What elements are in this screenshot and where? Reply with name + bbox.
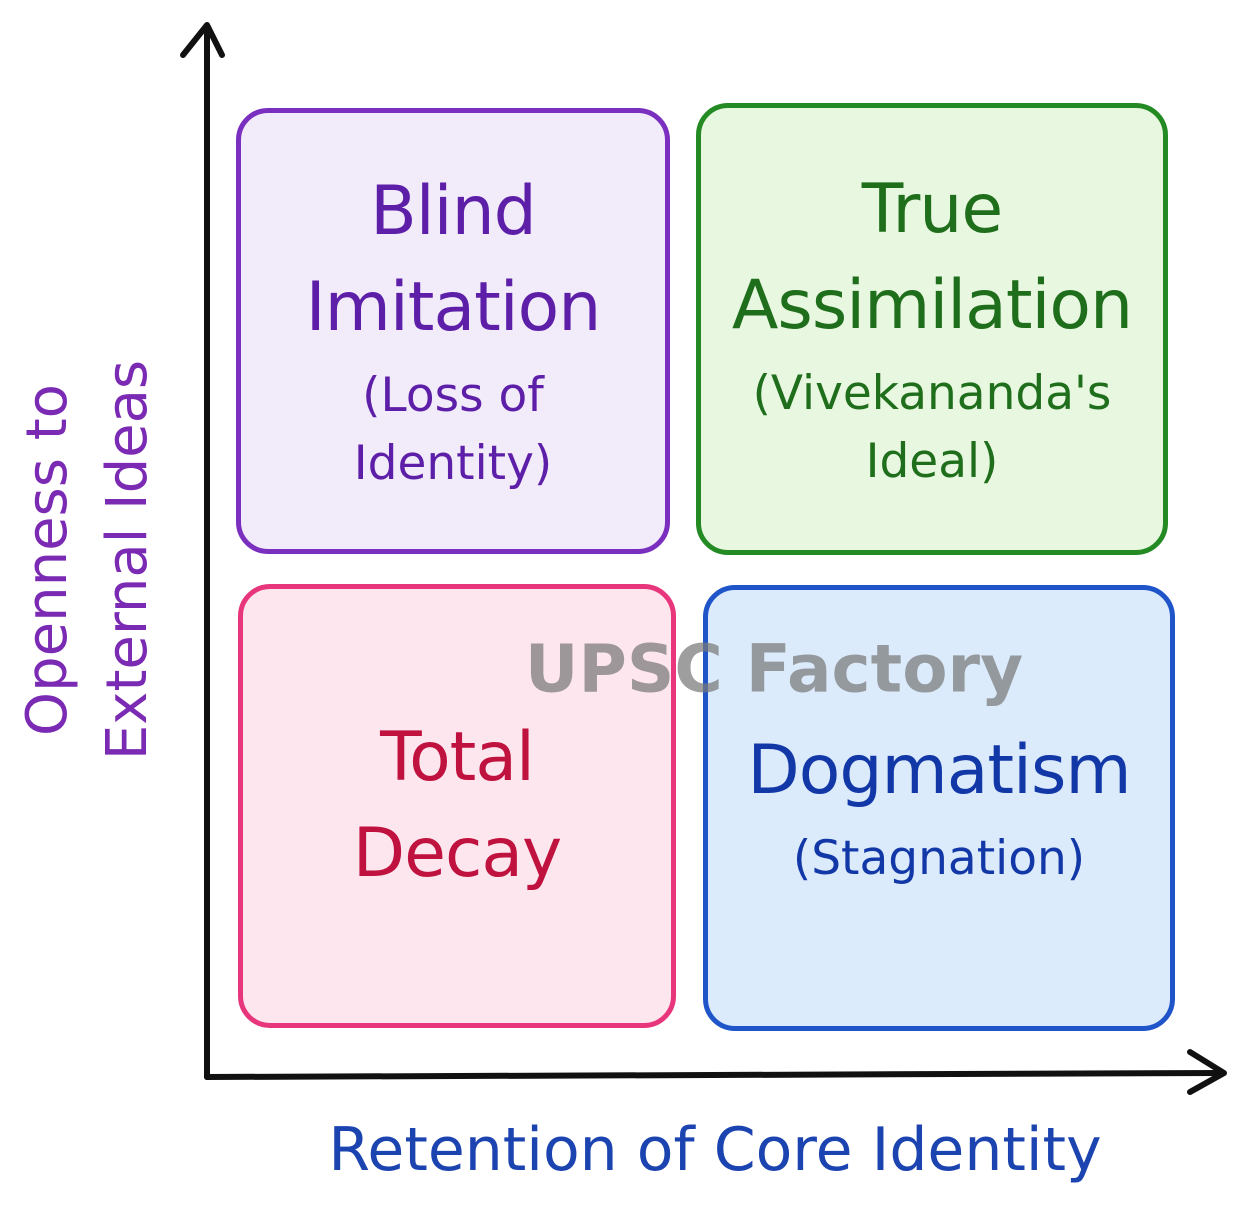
quadrant-true-assimilation: True Assimilation (Vivekananda's Ideal)	[696, 103, 1168, 555]
x-axis	[204, 1049, 1227, 1095]
y-axis	[180, 22, 225, 1080]
quadrant-subtitle: (Stagnation)	[792, 831, 1086, 886]
y-axis-label: Openness to External Ideas	[15, 359, 160, 761]
x-axis-arrowhead	[1187, 1049, 1227, 1095]
quadrant-title: True Assimilation	[731, 170, 1133, 345]
quadrant-blind-imitation: Blind Imitation (Loss of Identity)	[236, 108, 670, 554]
quadrant-total-decay: Total Decay	[238, 584, 676, 1028]
x-axis-label: Retention of Core Identity	[328, 1115, 1102, 1185]
quadrant-subtitle: (Vivekananda's Ideal)	[752, 366, 1112, 489]
quadrant-title: Dogmatism	[747, 731, 1131, 810]
quadrant-dogmatism: Dogmatism (Stagnation)	[703, 585, 1175, 1031]
y-axis-arrowhead	[180, 22, 225, 58]
quadrant-title: Blind Imitation	[305, 172, 602, 347]
quadrant-title: Total Decay	[352, 718, 562, 893]
quadrant-subtitle: (Loss of Identity)	[353, 368, 553, 491]
